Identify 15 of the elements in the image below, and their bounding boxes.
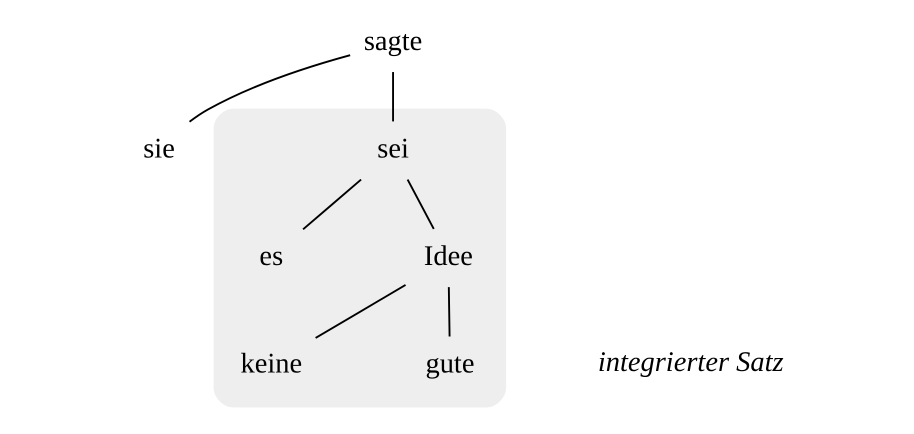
node-text: Idee bbox=[423, 241, 472, 272]
node-text: sei bbox=[376, 134, 408, 165]
node-text: gute bbox=[424, 348, 474, 380]
cluster bbox=[213, 108, 506, 408]
connector bbox=[392, 72, 394, 122]
node-text: es bbox=[258, 241, 283, 272]
connector bbox=[314, 284, 406, 339]
node-text: keine bbox=[240, 348, 302, 380]
connector bbox=[188, 54, 350, 123]
connector bbox=[447, 287, 450, 336]
connector bbox=[302, 178, 362, 230]
label: integrierter Satz bbox=[597, 347, 784, 378]
node-text: sagte bbox=[363, 26, 422, 58]
node-text: sie bbox=[142, 134, 174, 165]
connector bbox=[406, 179, 434, 230]
